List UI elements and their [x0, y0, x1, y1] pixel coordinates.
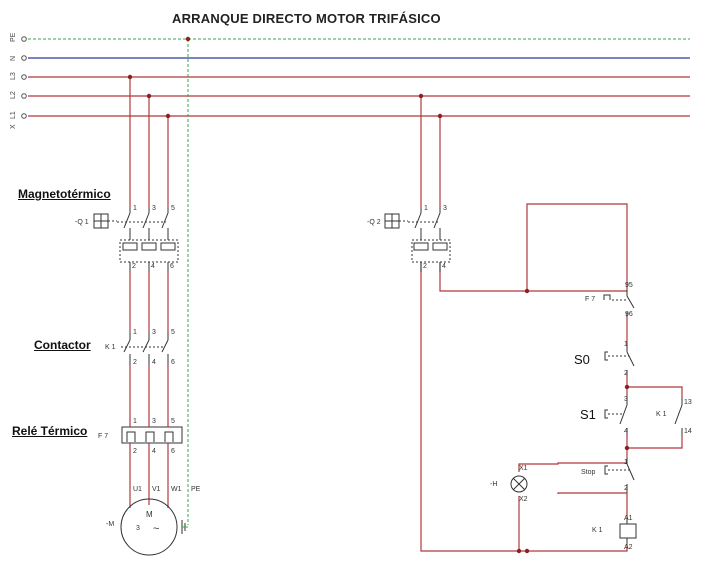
junction-control-2 [624, 384, 630, 390]
breaker-q2 [384, 208, 451, 272]
junction-l1-power [165, 113, 171, 119]
svg-text:2: 2 [133, 448, 137, 455]
svg-text:3: 3 [152, 418, 156, 425]
junction-l2-power [146, 93, 152, 99]
svg-text:4: 4 [151, 263, 155, 270]
junction-l2-control [418, 93, 424, 99]
diagram-title: ARRANQUE DIRECTO MOTOR TRIFÁSICO [172, 11, 441, 26]
svg-text:4: 4 [442, 263, 446, 270]
svg-text:U1: U1 [133, 486, 142, 493]
bus-l1-terminal [21, 113, 27, 119]
bus-pe-terminal [21, 36, 27, 42]
bus-lines: PE N L3 L2 L1 X [10, 32, 690, 129]
coil-k1 [619, 520, 637, 543]
svg-text:2: 2 [624, 485, 628, 492]
svg-text:3: 3 [136, 525, 140, 532]
label-rele-termico: Relé Térmico [12, 424, 88, 438]
junction-pe [185, 36, 191, 42]
svg-text:1: 1 [624, 341, 628, 348]
svg-text:3: 3 [443, 205, 447, 212]
svg-text:5: 5 [171, 418, 175, 425]
svg-text:6: 6 [170, 263, 174, 270]
bus-label-pe: PE [10, 32, 17, 42]
svg-text:W1: W1 [171, 486, 182, 493]
tag-f7-control: F 7 [585, 296, 595, 303]
pilot-lamp-h [510, 475, 528, 493]
junction-l3-power [127, 74, 133, 80]
breaker-q1 [93, 208, 179, 272]
svg-text:1: 1 [424, 205, 428, 212]
svg-text:2: 2 [624, 370, 628, 377]
bus-n-terminal [21, 55, 27, 61]
tag-stop: Stop [581, 469, 596, 476]
contactor-k1-aux [674, 398, 683, 436]
button-s0 [604, 345, 635, 376]
svg-text:A2: A2 [624, 544, 633, 551]
svg-text:6: 6 [171, 448, 175, 455]
junction-control-1 [524, 288, 530, 294]
bus-label-l2: L2 [10, 91, 17, 99]
svg-text:3: 3 [624, 396, 628, 403]
svg-text:~: ~ [153, 523, 159, 535]
svg-text:PE: PE [191, 486, 201, 493]
tag-m: -M [106, 521, 114, 528]
bus-label-n: N [10, 56, 17, 61]
junction-control-3 [624, 445, 630, 451]
svg-text:V1: V1 [152, 486, 161, 493]
svg-text:3: 3 [152, 329, 156, 336]
label-magnetotermico: Magnetotérmico [18, 187, 111, 201]
tag-k1-aux: K 1 [656, 411, 667, 418]
tag-f7-power: F 7 [98, 433, 108, 440]
svg-text:A1: A1 [624, 515, 633, 522]
svg-text:M: M [146, 510, 153, 519]
svg-text:13: 13 [684, 399, 692, 406]
svg-text:1: 1 [133, 418, 137, 425]
thermal-contact-f7 [603, 290, 635, 318]
junction-l1-control [437, 113, 443, 119]
svg-text:4: 4 [624, 428, 628, 435]
bus-label-x: X [10, 124, 17, 129]
svg-text:6: 6 [171, 359, 175, 366]
label-contactor: Contactor [34, 338, 91, 352]
svg-text:1: 1 [624, 459, 628, 466]
svg-text:95: 95 [625, 282, 633, 289]
tag-q1: -Q 1 [75, 219, 89, 226]
power-wires-lower [129, 272, 169, 508]
label-s0: S0 [574, 352, 590, 367]
tag-q2: -Q 2 [367, 219, 381, 226]
bus-l3-terminal [21, 74, 27, 80]
svg-text:4: 4 [152, 359, 156, 366]
svg-text:14: 14 [684, 428, 692, 435]
tag-h: -H [490, 481, 497, 488]
svg-text:2: 2 [133, 359, 137, 366]
bus-label-l3: L3 [10, 72, 17, 80]
button-s1 [604, 396, 628, 436]
svg-text:2: 2 [423, 263, 427, 270]
svg-text:X2: X2 [519, 496, 528, 503]
svg-text:X1: X1 [519, 465, 528, 472]
bus-label-l1: L1 [10, 111, 17, 119]
svg-text:1: 1 [133, 205, 137, 212]
svg-text:96: 96 [625, 311, 633, 318]
tag-k1-power: K 1 [105, 344, 116, 351]
control-wires [420, 96, 683, 552]
bus-l2-terminal [21, 93, 27, 99]
svg-text:1: 1 [133, 329, 137, 336]
tag-k1-coil: K 1 [592, 527, 603, 534]
thermal-relay-f7 [121, 426, 183, 444]
junction-control-4 [516, 548, 522, 554]
svg-text:4: 4 [152, 448, 156, 455]
contactor-k1-power [121, 332, 169, 365]
svg-text:5: 5 [171, 205, 175, 212]
power-wires [129, 77, 169, 208]
svg-text:5: 5 [171, 329, 175, 336]
label-s1: S1 [580, 407, 596, 422]
button-stop [604, 457, 635, 493]
svg-text:3: 3 [152, 205, 156, 212]
svg-text:2: 2 [132, 263, 136, 270]
junction-control-5 [524, 548, 530, 554]
motor-m [120, 498, 188, 556]
